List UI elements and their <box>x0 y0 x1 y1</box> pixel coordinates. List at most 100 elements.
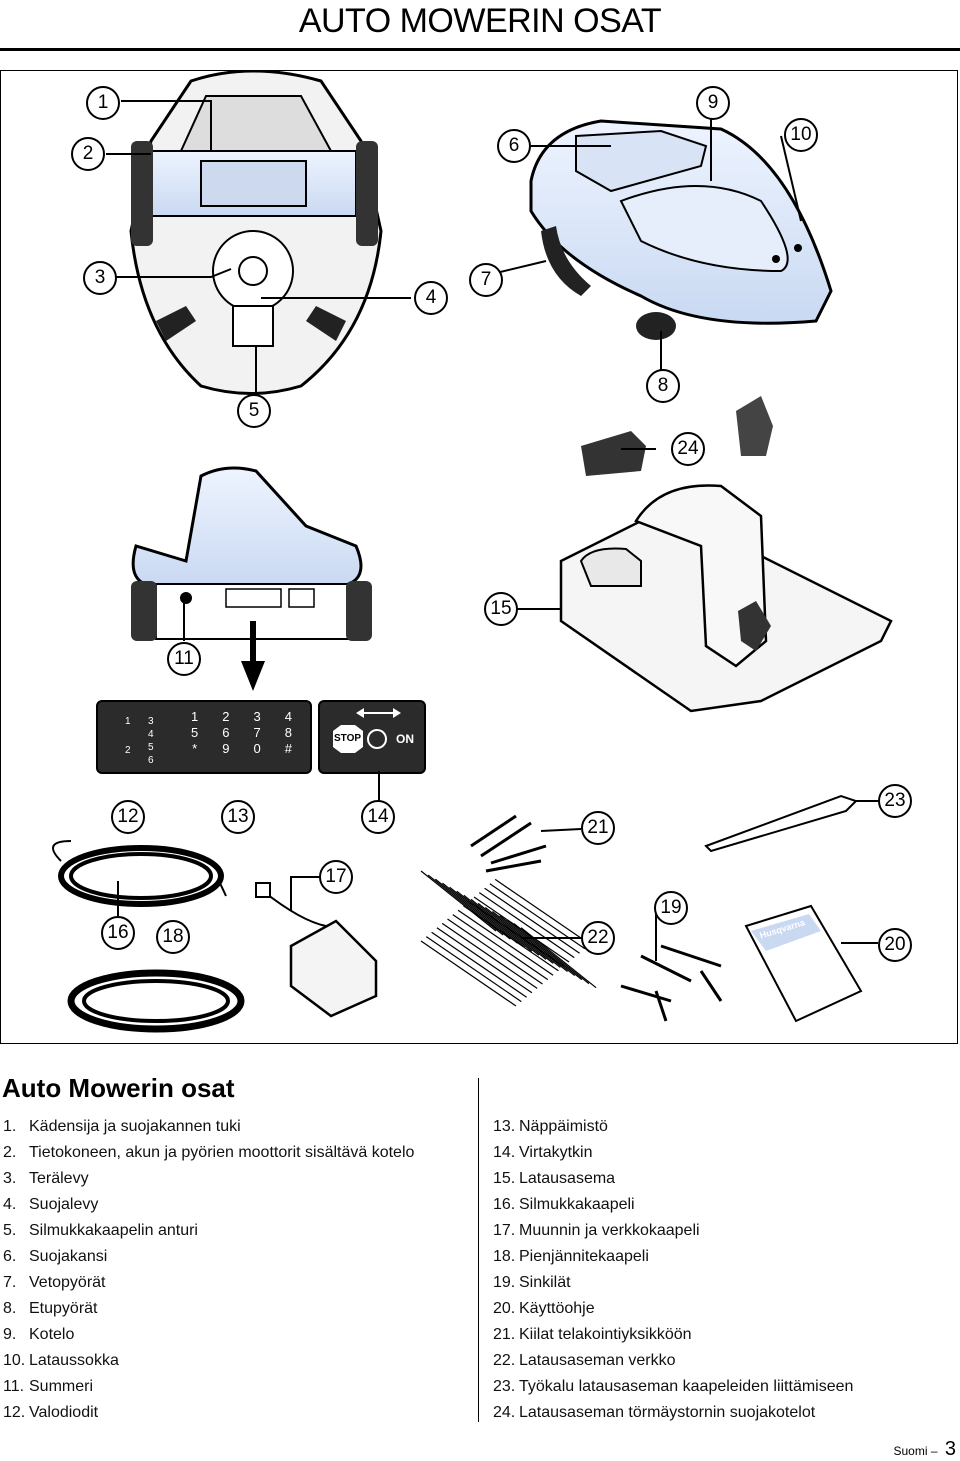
list-item: 16.Silmukkakaapeli <box>493 1192 853 1218</box>
net-line <box>463 894 540 956</box>
list-item: 24.Latausaseman törmäystornin suojakotel… <box>493 1400 853 1426</box>
list-item: 21.Kiilat telakointiyksikköön <box>493 1322 853 1348</box>
keypad-led-2: 2 <box>125 745 131 756</box>
net-line <box>447 918 543 985</box>
item-label: Latausasema <box>519 1170 616 1187</box>
key-3: 3 <box>253 709 261 724</box>
item-number: 21. <box>493 1326 516 1343</box>
callout-leaders <box>106 100 879 961</box>
list-item: 11.Summeri <box>3 1374 414 1400</box>
item-label: Latausaseman verkko <box>519 1352 676 1369</box>
callout-2: 2 <box>71 137 105 171</box>
callout-3: 3 <box>83 261 117 295</box>
callout-20: 20 <box>878 928 912 962</box>
charging-station <box>559 396 893 713</box>
keypad-led-4: 4 <box>148 729 154 740</box>
key-hash: # <box>284 741 292 756</box>
callout-6: 6 <box>497 129 531 163</box>
item-number: 23. <box>493 1378 516 1395</box>
item-number: 22. <box>493 1352 516 1369</box>
callout-4: 4 <box>414 281 448 315</box>
keypad-led-5: 5 <box>148 742 154 753</box>
keypad-keys: 1 2 3 4 5 6 7 8 * 9 0 # <box>179 709 304 756</box>
mower-body <box>529 119 833 340</box>
callout-9: 9 <box>696 86 730 120</box>
item-label: Silmukkakaapelin anturi <box>29 1222 198 1239</box>
callout-12: 12 <box>111 800 145 834</box>
item-number: 6. <box>3 1248 17 1265</box>
net-line <box>449 886 525 948</box>
callout-24: 24 <box>671 432 705 466</box>
item-label: Terälevy <box>29 1170 89 1187</box>
callout-14: 14 <box>361 800 395 834</box>
callout-23: 23 <box>878 784 912 818</box>
staples <box>620 944 723 1022</box>
callout-8: 8 <box>646 369 680 403</box>
item-number: 12. <box>3 1404 26 1421</box>
item-label: Virtakytkin <box>519 1144 593 1161</box>
key-9: 9 <box>222 741 230 756</box>
stop-label: STOP <box>334 733 362 744</box>
net-line <box>489 883 586 950</box>
list-item: 19.Sinkilät <box>493 1270 853 1296</box>
net-line <box>463 905 559 972</box>
callout-11: 11 <box>167 642 201 676</box>
net-line <box>420 870 497 932</box>
keypad-led-3: 3 <box>148 716 154 727</box>
list-item: 18.Pienjännitekaapeli <box>493 1244 853 1270</box>
key-0: 0 <box>253 741 261 756</box>
item-number: 18. <box>493 1248 516 1265</box>
item-label: Latausaseman törmäystornin suojakotelot <box>519 1404 816 1421</box>
key-8: 8 <box>284 725 292 740</box>
mower-rear <box>131 466 372 691</box>
net-line <box>484 887 580 954</box>
item-number: 7. <box>3 1274 17 1291</box>
key-5: 5 <box>191 725 199 740</box>
list-item: 8.Etupyörät <box>3 1296 414 1322</box>
item-label: Muunnin ja verkkokaapeli <box>519 1222 700 1239</box>
list-item: 13.Näppäimistö <box>493 1114 853 1140</box>
item-number: 16. <box>493 1196 516 1213</box>
key-7: 7 <box>253 725 261 740</box>
key-4: 4 <box>284 709 292 724</box>
transformer <box>255 882 378 1018</box>
callout-7: 7 <box>469 263 503 297</box>
callout-18: 18 <box>156 920 190 954</box>
keypad-panel <box>96 700 426 774</box>
list-item: 6.Suojakansi <box>3 1244 414 1270</box>
list-item: 14.Virtakytkin <box>493 1140 853 1166</box>
item-label: Lataussokka <box>29 1352 119 1369</box>
list-item: 9.Kotelo <box>3 1322 414 1348</box>
item-label: Summeri <box>29 1378 94 1395</box>
loop-cable-coil <box>52 840 245 1033</box>
parts-drawing <box>52 71 893 1033</box>
item-label: Pienjännitekaapeli <box>519 1248 649 1265</box>
item-label: Suojalevy <box>29 1196 99 1213</box>
item-number: 15. <box>493 1170 516 1187</box>
item-label: Käyttöohje <box>519 1300 595 1317</box>
list-item: 12.Valodiodit <box>3 1400 414 1426</box>
list-item: 15.Latausasema <box>493 1166 853 1192</box>
section-heading: Auto Mowerin osat <box>2 1073 235 1103</box>
operators-manual <box>744 904 863 1023</box>
cable-tool <box>704 794 858 853</box>
station-net <box>420 870 597 1007</box>
item-label: Valodiodit <box>29 1404 99 1421</box>
item-number: 10. <box>3 1352 26 1369</box>
footer-dash: – <box>930 1444 938 1458</box>
item-label: Vetopyörät <box>29 1274 106 1291</box>
item-number: 1. <box>3 1118 17 1135</box>
callout-15: 15 <box>484 592 518 626</box>
item-number: 3. <box>3 1170 17 1187</box>
list-item: 7. Vetopyörät <box>3 1270 414 1296</box>
net-line <box>427 874 504 936</box>
title-rule <box>0 48 960 51</box>
item-label: Työkalu latausaseman kaapeleiden liittäm… <box>519 1378 854 1395</box>
item-number: 13. <box>493 1118 516 1135</box>
list-item: 1.Kädensija ja suojakannen tuki <box>3 1114 414 1140</box>
list-item: 20.Käyttöohje <box>493 1296 853 1322</box>
key-star: * <box>192 741 198 756</box>
item-label: Näppäimistö <box>519 1118 608 1135</box>
key-1: 1 <box>191 709 199 724</box>
key-2: 2 <box>222 709 230 724</box>
